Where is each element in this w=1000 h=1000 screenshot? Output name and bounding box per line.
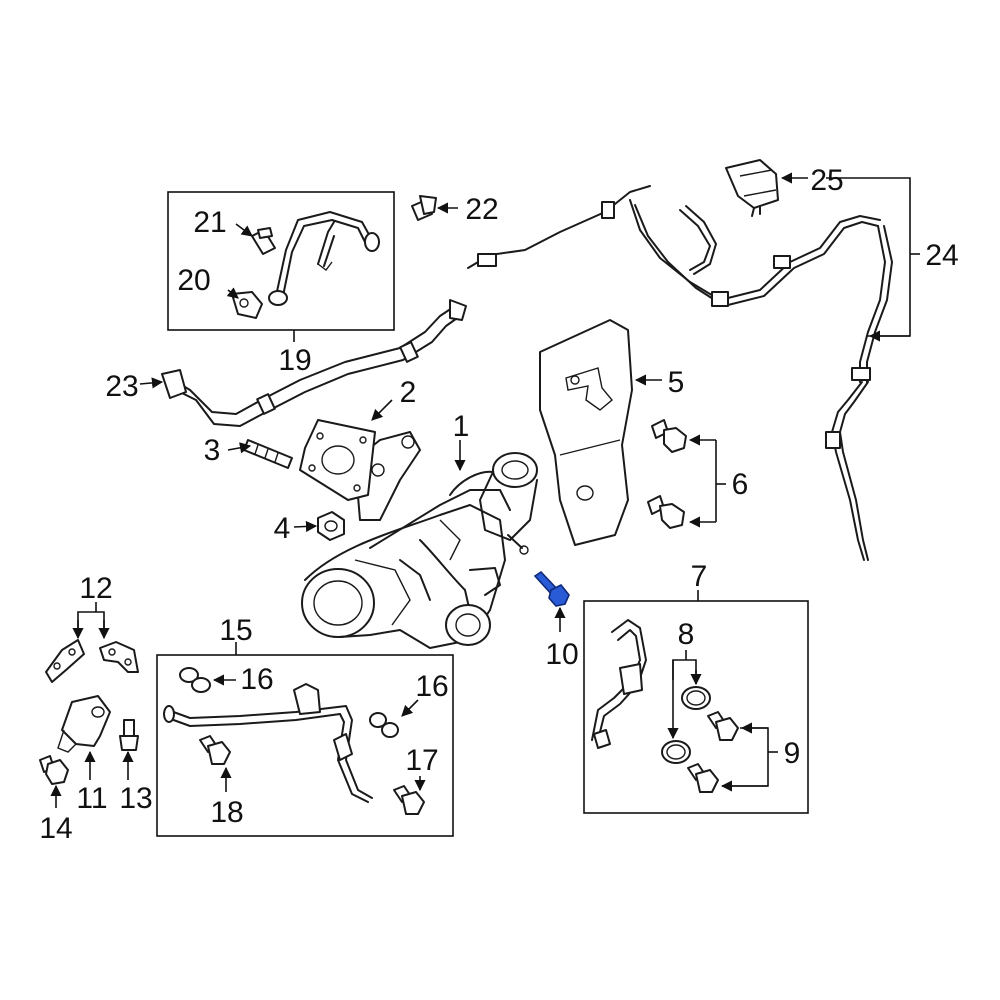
callout-25: 25 bbox=[810, 164, 843, 197]
callout-19: 19 bbox=[278, 344, 311, 377]
fitting-part-13[interactable] bbox=[119, 719, 139, 751]
nut-part-4[interactable] bbox=[317, 511, 345, 541]
callout-7: 7 bbox=[691, 560, 708, 593]
group-box-15 bbox=[156, 654, 454, 837]
bolt-part-14[interactable] bbox=[39, 755, 69, 785]
callout-9: 9 bbox=[784, 737, 801, 770]
callout-5: 5 bbox=[668, 366, 685, 399]
bolt-part-6-upper[interactable] bbox=[651, 419, 687, 453]
callout-6: 6 bbox=[732, 468, 749, 501]
bolt-part-9-upper[interactable] bbox=[707, 711, 739, 741]
callout-14: 14 bbox=[39, 812, 72, 845]
callout-15: 15 bbox=[219, 614, 252, 647]
bolt-part-9-lower[interactable] bbox=[687, 763, 719, 793]
gasket-part-20[interactable] bbox=[231, 291, 263, 319]
fitting-part-22[interactable] bbox=[411, 195, 437, 221]
callout-12: 12 bbox=[79, 572, 112, 605]
gasket-part-2[interactable] bbox=[299, 419, 376, 501]
bracket-part-12-left[interactable] bbox=[45, 639, 85, 683]
oil-line-part-23[interactable] bbox=[161, 299, 467, 427]
callout-4: 4 bbox=[274, 512, 291, 545]
callout-labels: 1 2 3 4 5 6 7 8 9 10 11 12 13 14 15 16 1… bbox=[39, 164, 958, 845]
bolt-part-18[interactable] bbox=[199, 735, 231, 765]
bolt-part-21[interactable] bbox=[251, 227, 276, 255]
turbocharger-part-1[interactable] bbox=[301, 431, 538, 649]
callout-23: 23 bbox=[105, 370, 138, 403]
callout-21: 21 bbox=[193, 206, 226, 239]
callout-24: 24 bbox=[925, 239, 958, 272]
o-ring-part-8-lower[interactable] bbox=[661, 740, 691, 764]
callout-20: 20 bbox=[177, 264, 210, 297]
o-ring-part-8-upper[interactable] bbox=[681, 686, 711, 710]
callout-1: 1 bbox=[453, 410, 470, 443]
callout-17: 17 bbox=[405, 744, 438, 777]
callout-8: 8 bbox=[678, 618, 695, 651]
washer-part-16-right[interactable] bbox=[369, 712, 399, 738]
callout-13: 13 bbox=[119, 782, 152, 815]
callout-11: 11 bbox=[76, 782, 107, 815]
bolt-part-10-highlighted[interactable] bbox=[533, 570, 570, 607]
flange-part-11[interactable] bbox=[57, 695, 111, 753]
callout-22: 22 bbox=[465, 193, 498, 226]
sensor-harness-part-24[interactable] bbox=[467, 185, 893, 561]
washer-part-16-left[interactable] bbox=[179, 667, 211, 693]
bolt-part-6-lower[interactable] bbox=[647, 495, 685, 529]
callout-16-left: 16 bbox=[240, 663, 273, 696]
coolant-line-group-15[interactable] bbox=[163, 683, 373, 803]
pressure-sensor-part-25[interactable] bbox=[725, 159, 779, 217]
bracket-part-12-right[interactable] bbox=[99, 641, 139, 673]
callout-16-right: 16 bbox=[415, 670, 448, 703]
callout-2: 2 bbox=[400, 376, 417, 409]
vacuum-tube-group-19[interactable] bbox=[268, 211, 380, 306]
group-box-19 bbox=[167, 191, 395, 331]
callout-18: 18 bbox=[210, 796, 243, 829]
callout-10: 10 bbox=[545, 638, 578, 671]
stud-part-3[interactable] bbox=[243, 439, 293, 469]
heat-shield-part-5[interactable] bbox=[539, 319, 633, 546]
bolt-part-17[interactable] bbox=[393, 785, 425, 815]
callout-3: 3 bbox=[204, 434, 221, 467]
oil-return-tube-group-7[interactable] bbox=[591, 619, 647, 749]
leader-lines bbox=[50, 172, 920, 808]
group-box-7 bbox=[583, 600, 809, 814]
